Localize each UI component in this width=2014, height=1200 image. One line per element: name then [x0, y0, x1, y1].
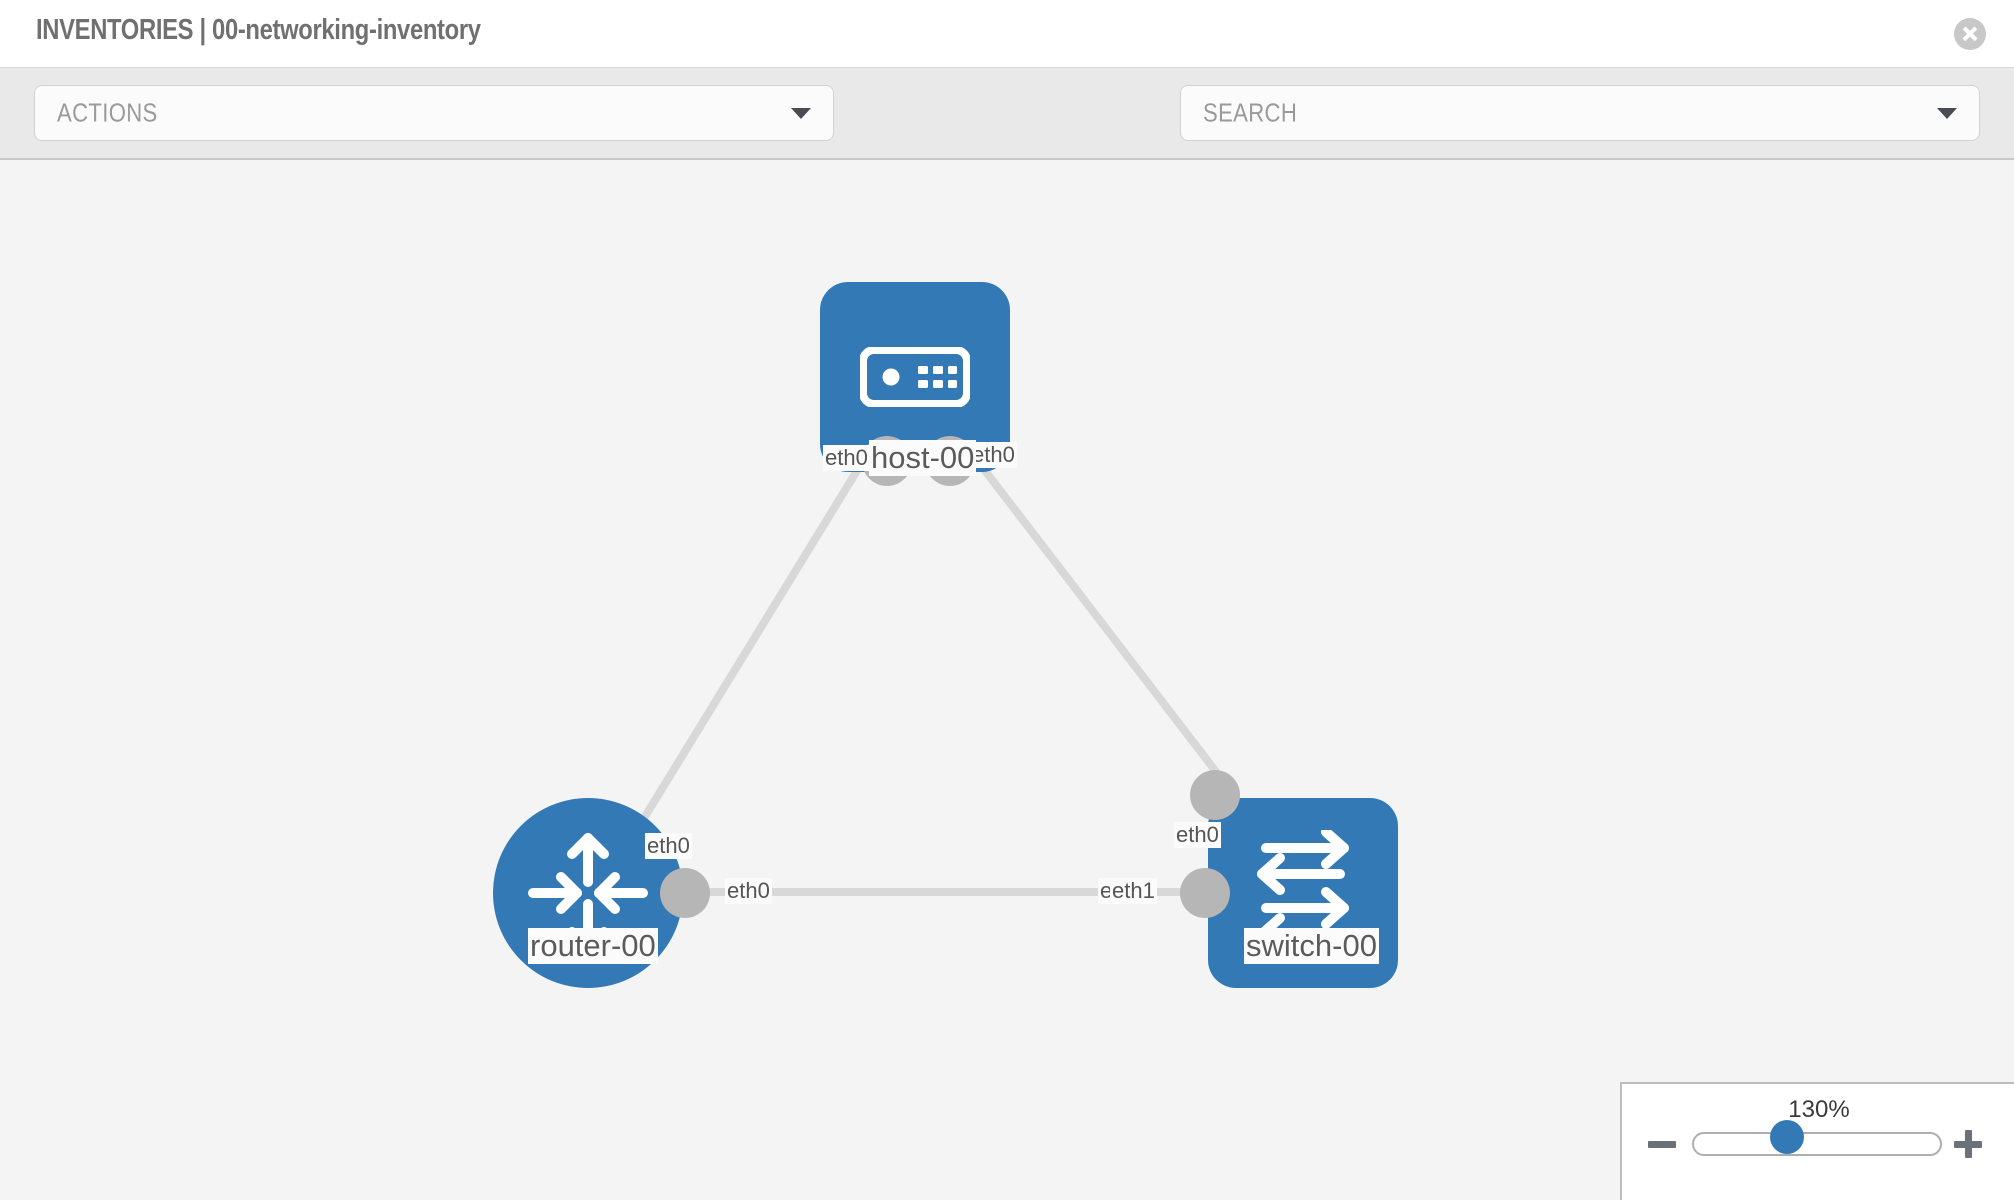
zoom-control-panel: 130% [1620, 1082, 2014, 1200]
iface-label-router-right: eth0 [725, 878, 772, 904]
toolbar: ACTIONS SEARCH [0, 68, 2014, 197]
plus-icon-v [1964, 1130, 1972, 1158]
actions-dropdown-label: ACTIONS [57, 97, 158, 128]
zoom-slider-thumb[interactable] [1770, 1120, 1804, 1154]
connector-router-right[interactable] [660, 868, 710, 918]
search-input-label: SEARCH [1203, 97, 1298, 128]
iface-label-host-left: eth0 [823, 445, 870, 471]
node-label-router-00: router-00 [528, 928, 658, 964]
link-host-switch [946, 421, 1234, 794]
chevron-down-icon [1937, 108, 1957, 119]
zoom-level-label: 130% [1788, 1096, 1850, 1123]
connector-switch-top-left[interactable] [1190, 770, 1240, 820]
search-dropdown[interactable]: SEARCH [1180, 85, 1980, 141]
minus-icon [1648, 1141, 1676, 1148]
node-label-host-00: host-00 [869, 440, 977, 476]
actions-dropdown[interactable]: ACTIONS [34, 85, 834, 141]
iface-label-switch-left-b: eth1 [1110, 878, 1157, 904]
connector-switch-left[interactable] [1180, 868, 1230, 918]
page-header: INVENTORIES | 00-networking-inventory [0, 0, 2014, 68]
zoom-in-button[interactable] [1954, 1130, 1982, 1158]
chevron-down-icon [791, 108, 811, 119]
close-icon[interactable] [1954, 18, 1986, 50]
node-label-switch-00: switch-00 [1244, 928, 1379, 964]
iface-label-host-right: eth0 [970, 442, 1017, 468]
iface-label-router-up: eth0 [645, 833, 692, 859]
iface-label-switch-up: eth0 [1174, 822, 1221, 848]
zoom-out-button[interactable] [1648, 1130, 1676, 1158]
link-router-host [596, 421, 889, 894]
page-title: INVENTORIES | 00-networking-inventory [36, 14, 481, 46]
server-icon [860, 347, 970, 407]
topology-canvas[interactable]: eth0 eth0 host-00 [0, 160, 2014, 1200]
zoom-slider-track[interactable] [1692, 1132, 1942, 1156]
